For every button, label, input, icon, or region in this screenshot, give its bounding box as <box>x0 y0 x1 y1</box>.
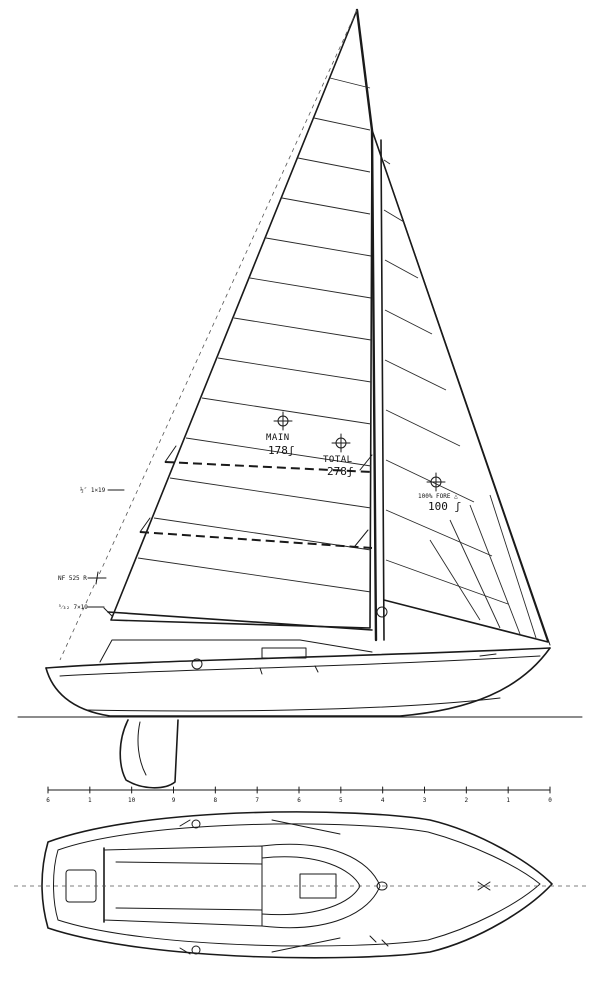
hull-bottom <box>45 647 551 717</box>
boom <box>107 611 373 631</box>
reef-line-upper <box>164 461 373 473</box>
scale-tick-label: 8 <box>214 797 218 804</box>
backstay <box>59 9 358 661</box>
total-area: 278ʃ <box>327 465 354 478</box>
cabin <box>261 843 381 929</box>
total-label: TOTAL <box>323 455 353 465</box>
jib-seams <box>383 159 537 639</box>
scale-tick-label: 4 <box>381 797 385 804</box>
rigging-label-lower: ⁵⁄₃₂ 7×19 <box>58 604 88 611</box>
scale-tick-label: 9 <box>172 797 176 804</box>
scale-tick-label: 5 <box>339 797 343 804</box>
scale-tick-label: 2 <box>465 797 469 804</box>
hull-sheer <box>45 647 551 669</box>
mast-aft-edge <box>380 139 385 641</box>
scale-tick-label: 1 <box>88 797 92 804</box>
rigging-label-upper: ½″ 1×19 <box>80 487 106 494</box>
winch <box>191 658 203 670</box>
scale-tick-label: 3 <box>423 797 427 804</box>
hull-profile <box>17 606 583 789</box>
fore-center-of-effort <box>426 472 446 492</box>
main-label: MAIN <box>266 433 290 443</box>
fore-area: 100 ʃ <box>428 500 461 513</box>
deck-outline <box>41 811 553 959</box>
coaming <box>99 639 373 663</box>
scale-tick-label: 6 <box>46 797 50 804</box>
fore-label: 100% FORE △ <box>418 493 458 500</box>
forestay <box>371 129 551 646</box>
mast <box>355 8 378 642</box>
rigging-label-middle: NF 525 R <box>58 575 87 582</box>
sail-plan: MAIN 178ʃ TOTAL 278ʃ 100% FORE △ 100 ʃ ½… <box>58 8 551 661</box>
total-center-of-effort <box>331 433 351 453</box>
mainsail-seams <box>137 77 372 593</box>
scale-tick-label: 6 <box>297 797 301 804</box>
main-center-of-effort <box>273 411 293 431</box>
reef-line-lower <box>139 531 373 549</box>
main-area: 178ʃ <box>268 444 295 457</box>
scale-tick-label: 0 <box>548 797 552 804</box>
scale-tick-label: 10 <box>128 797 136 804</box>
hatch <box>261 647 307 659</box>
scale-tick-label: 1 <box>506 797 510 804</box>
scale-tick-label: 7 <box>255 797 259 804</box>
deck-plan <box>14 811 590 959</box>
keel <box>119 719 179 789</box>
